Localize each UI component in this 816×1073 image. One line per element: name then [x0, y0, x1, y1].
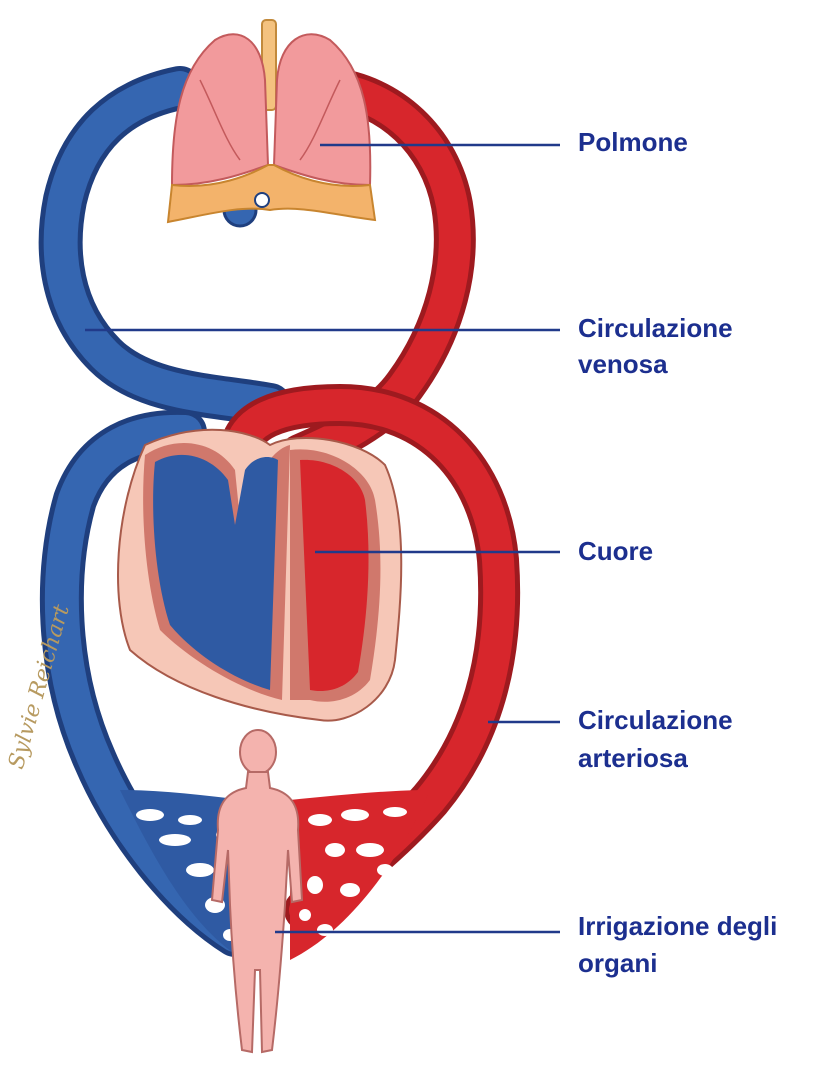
label-heart: Cuore — [578, 533, 653, 569]
label-venous-line1: Circulazione — [578, 310, 733, 346]
label-venous-line2: venosa — [578, 346, 668, 382]
label-lung: Polmone — [578, 124, 688, 160]
heart — [118, 430, 401, 721]
label-organs-line1: Irrigazione degli — [578, 908, 777, 944]
lungs — [168, 20, 375, 222]
label-arterial-line2: arteriosa — [578, 740, 688, 776]
label-organs-line2: organi — [578, 945, 657, 981]
label-arterial-line1: Circulazione — [578, 702, 733, 738]
